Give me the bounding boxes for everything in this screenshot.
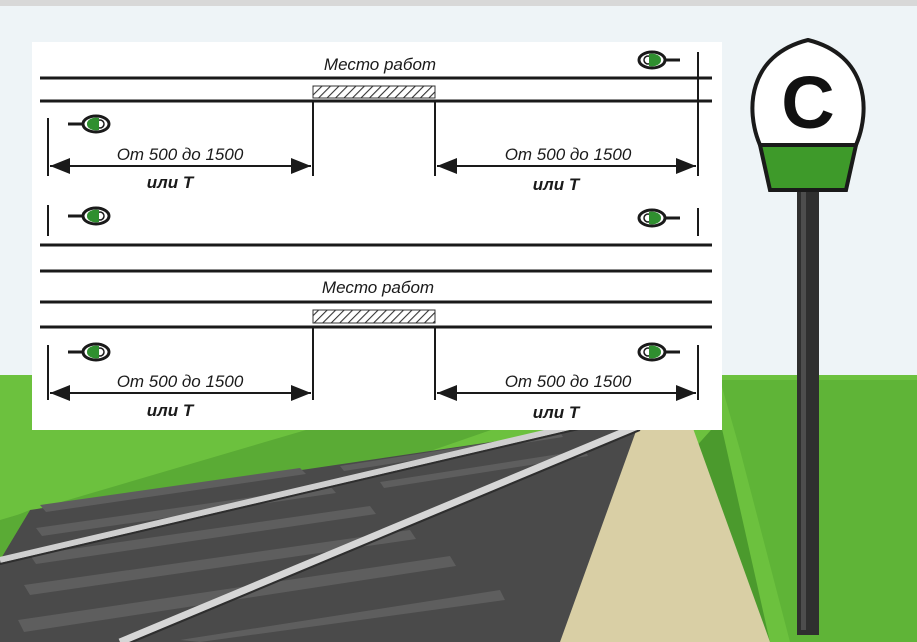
bottom-panel: Место работ От 500 до 1500 или Т От 500 …	[40, 205, 712, 422]
top-border	[0, 0, 917, 6]
sign-green-band	[757, 143, 859, 192]
sign-letter: С	[781, 61, 834, 144]
hatched-work-zone	[312, 85, 436, 99]
right-or-label: или Т	[533, 403, 581, 422]
work-site-label: Место работ	[322, 278, 434, 297]
sign-post	[797, 185, 819, 635]
diagram-board	[32, 42, 722, 430]
right-or-label: или Т	[533, 175, 581, 194]
left-distance-label: От 500 до 1500	[117, 145, 244, 164]
hatched-work-zone	[312, 309, 436, 324]
grass-corner	[0, 510, 30, 560]
left-or-label: или Т	[147, 173, 195, 192]
rails	[0, 417, 642, 642]
ballast-bed	[0, 420, 640, 642]
right-distance-label: От 500 до 1500	[505, 372, 632, 391]
left-or-label: или Т	[147, 401, 195, 420]
sign-plate	[750, 37, 866, 147]
whistle-sign: С	[750, 37, 866, 635]
left-distance-label: От 500 до 1500	[117, 372, 244, 391]
right-distance-label: От 500 до 1500	[505, 145, 632, 164]
work-site-label: Место работ	[324, 55, 436, 74]
top-panel: Место работ От 500 до 1500 или Т От 500 …	[40, 50, 712, 194]
landscape	[0, 375, 917, 642]
